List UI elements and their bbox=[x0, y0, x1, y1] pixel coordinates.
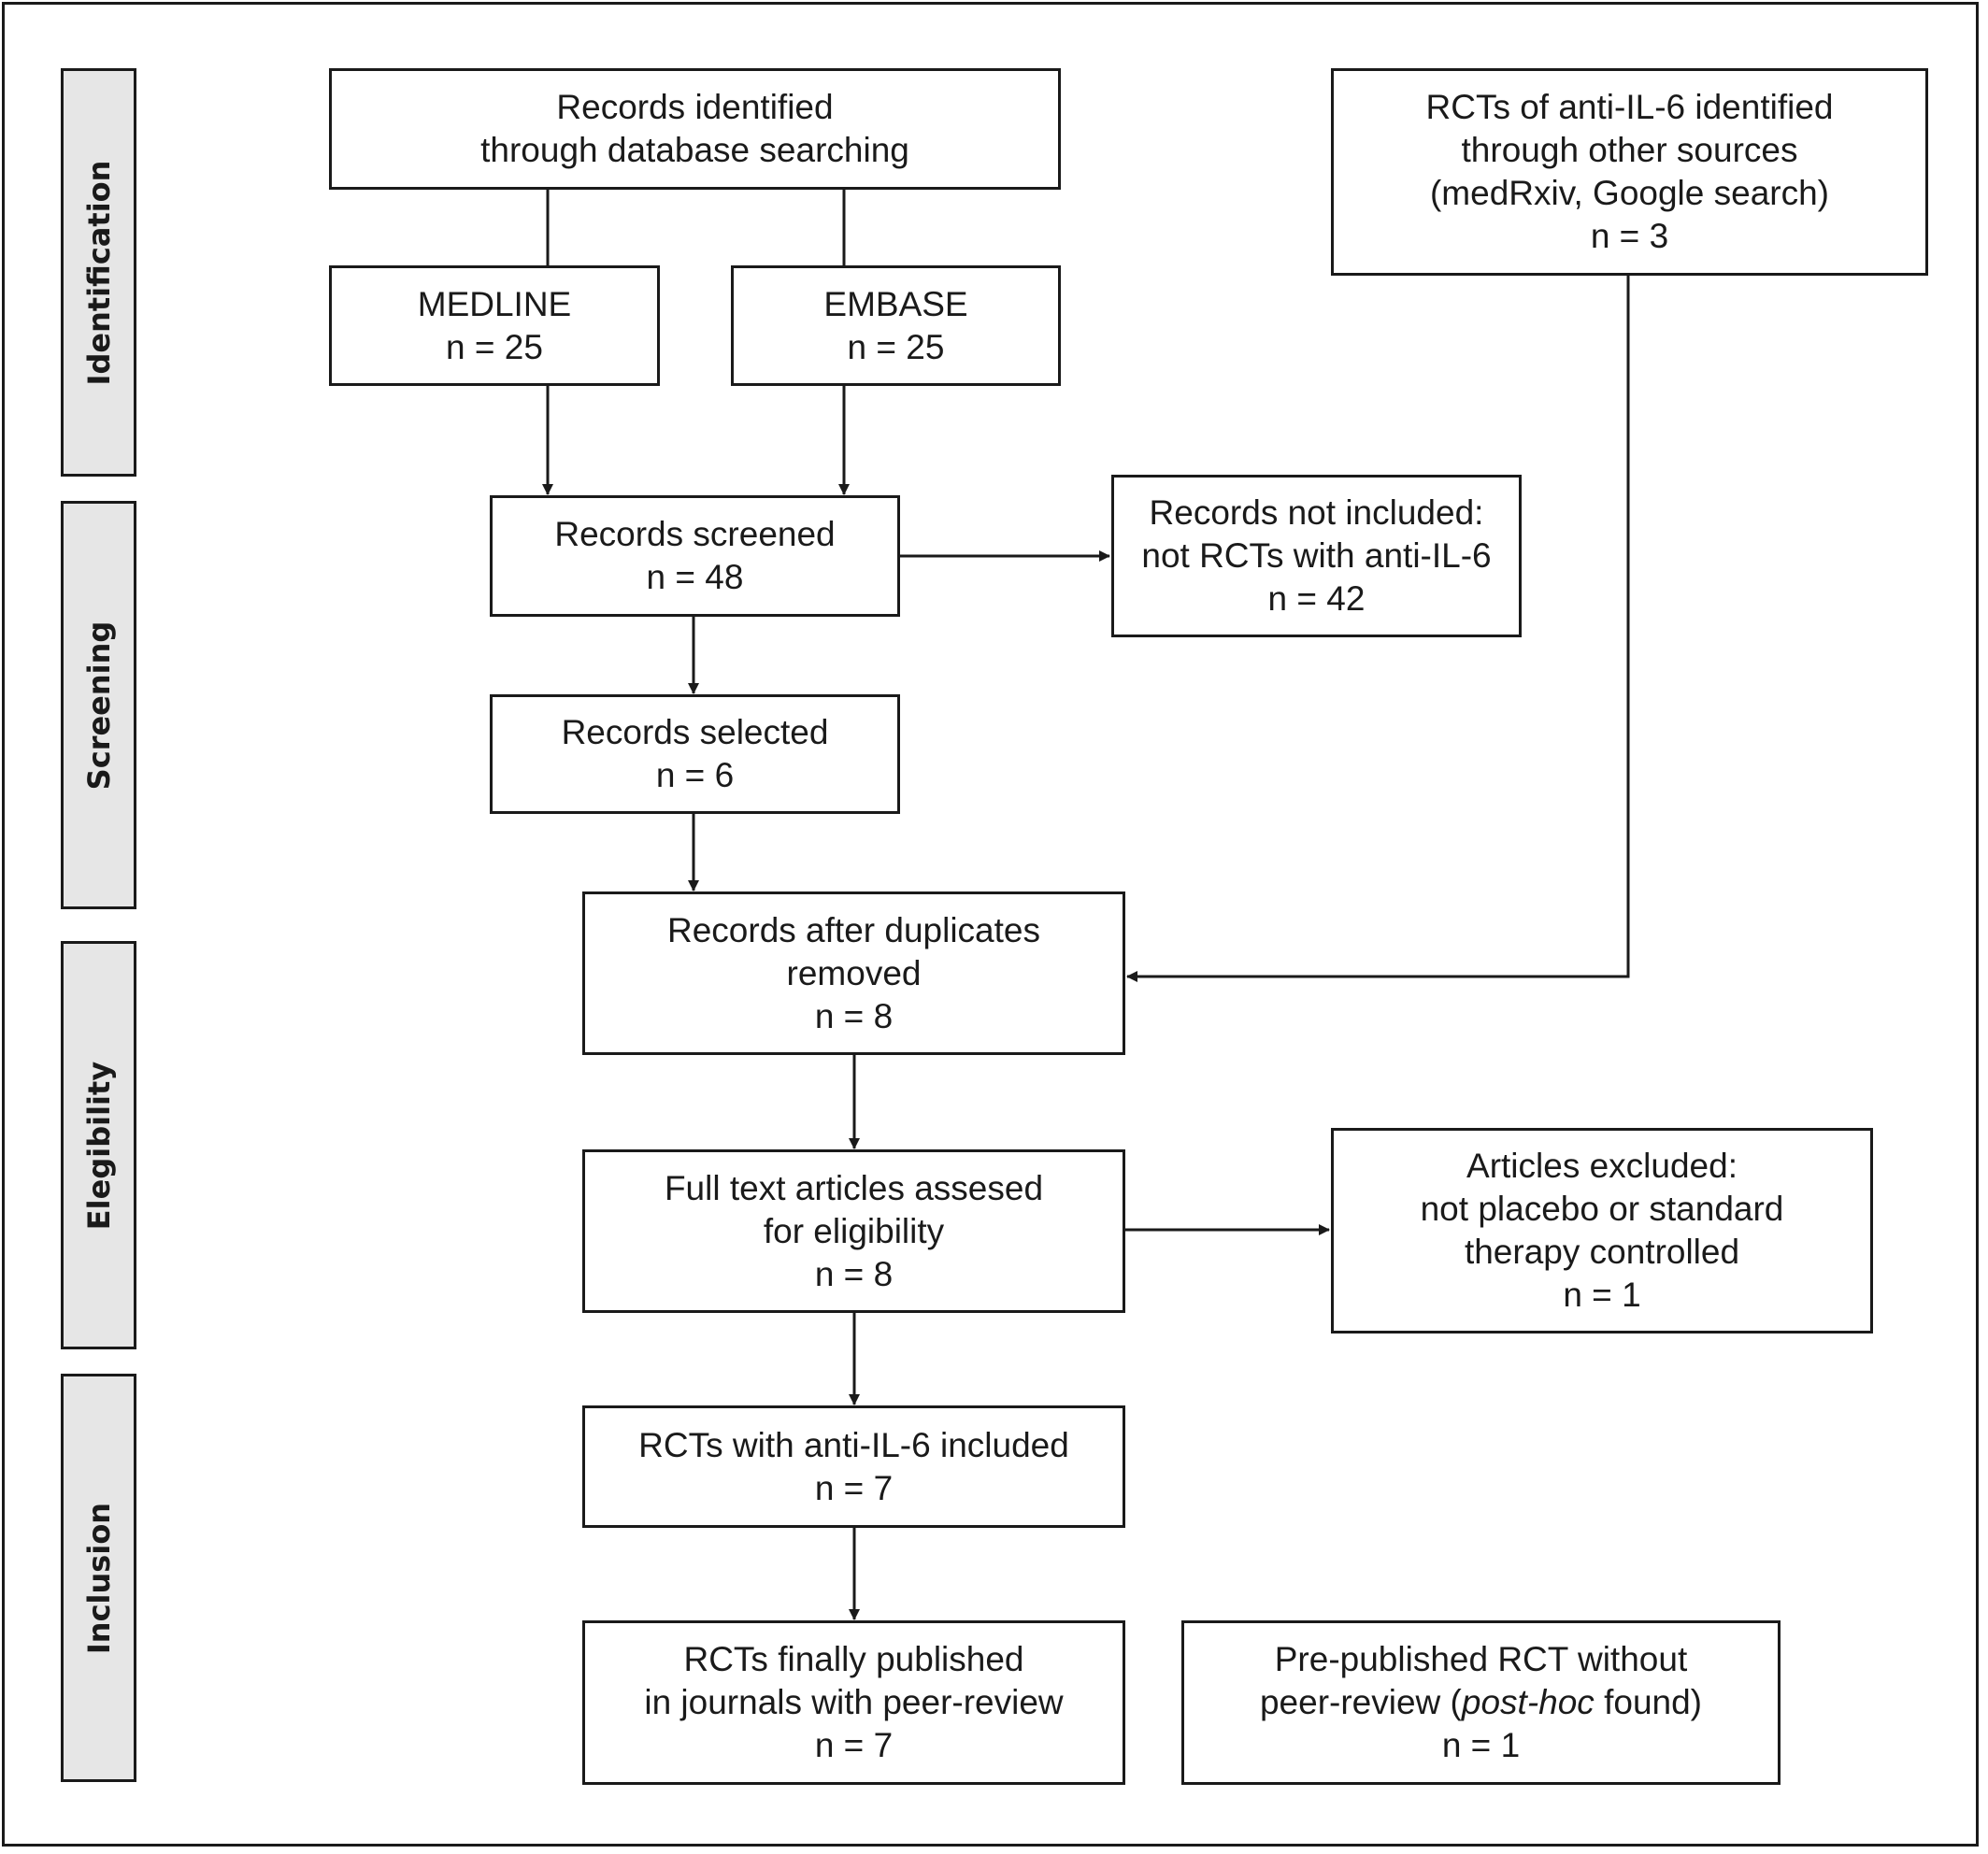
rcts-included-label: RCTs with anti-IL-6 included bbox=[638, 1425, 1069, 1464]
box-embase: EMBASE n = 25 bbox=[731, 265, 1061, 386]
pre-published-line2: peer-review (post-hoc found) bbox=[1260, 1681, 1702, 1724]
other-sources-line1: RCTs of anti-IL-6 identified bbox=[1425, 88, 1834, 126]
box-rcts-included: RCTs with anti-IL-6 included n = 7 bbox=[582, 1405, 1125, 1528]
phase-eligibility: Elegibility bbox=[61, 941, 136, 1349]
box-medline: MEDLINE n = 25 bbox=[329, 265, 660, 386]
articles-excluded-line1: Articles excluded: bbox=[1466, 1147, 1738, 1185]
medline-label: MEDLINE bbox=[417, 284, 572, 323]
box-other-sources: RCTs of anti-IL-6 identified through oth… bbox=[1331, 68, 1928, 276]
rcts-included-count: n = 7 bbox=[814, 1468, 894, 1507]
box-articles-excluded: Articles excluded: not placebo or standa… bbox=[1331, 1128, 1873, 1333]
full-text-line1: Full text articles assesed bbox=[664, 1168, 1044, 1207]
box-records-identified: Records identified through database sear… bbox=[329, 68, 1061, 190]
full-text-line2: for eligibility bbox=[763, 1211, 945, 1250]
pre-published-line2-end: found) bbox=[1594, 1683, 1703, 1721]
medline-count: n = 25 bbox=[446, 327, 543, 366]
records-not-included-line1: Records not included: bbox=[1149, 493, 1484, 532]
box-records-screened: Records screened n = 48 bbox=[490, 495, 900, 617]
other-sources-count: n = 3 bbox=[1590, 217, 1669, 255]
phase-screening: Screening bbox=[61, 501, 136, 909]
rcts-published-count: n = 7 bbox=[814, 1726, 894, 1764]
records-selected-count: n = 6 bbox=[655, 756, 735, 794]
box-rcts-published: RCTs finally published in journals with … bbox=[582, 1620, 1125, 1785]
embase-count: n = 25 bbox=[847, 327, 945, 366]
box-records-selected: Records selected n = 6 bbox=[490, 694, 900, 814]
phase-identification: Identification bbox=[61, 68, 136, 477]
articles-excluded-count: n = 1 bbox=[1563, 1276, 1641, 1314]
arrow-other-sources-to-duplicates bbox=[1126, 273, 1630, 982]
after-duplicates-line2: removed bbox=[786, 953, 922, 992]
box-full-text: Full text articles assesed for eligibili… bbox=[582, 1149, 1125, 1313]
pre-published-line2-start: peer-review ( bbox=[1259, 1683, 1462, 1721]
records-selected-label: Records selected bbox=[561, 713, 829, 751]
rcts-published-line2: in journals with peer-review bbox=[644, 1683, 1064, 1721]
records-identified-line2: through database searching bbox=[480, 131, 909, 169]
box-pre-published: Pre-published RCT without peer-review (p… bbox=[1181, 1620, 1781, 1785]
box-records-not-included: Records not included: not RCTs with anti… bbox=[1111, 475, 1522, 637]
pre-published-line2-italic: post-hoc bbox=[1461, 1683, 1595, 1721]
articles-excluded-line3: therapy controlled bbox=[1464, 1233, 1740, 1271]
pre-published-count: n = 1 bbox=[1441, 1726, 1521, 1764]
records-screened-label: Records screened bbox=[554, 515, 836, 553]
other-sources-line2: through other sources bbox=[1461, 131, 1798, 169]
after-duplicates-count: n = 8 bbox=[814, 996, 894, 1035]
records-identified-line1: Records identified bbox=[556, 88, 834, 126]
articles-excluded-line2: not placebo or standard bbox=[1420, 1190, 1784, 1228]
records-screened-count: n = 48 bbox=[646, 558, 744, 596]
other-sources-line3: (medRxiv, Google search) bbox=[1429, 174, 1830, 212]
after-duplicates-line1: Records after duplicates bbox=[667, 910, 1040, 949]
phase-inclusion: Inclusion bbox=[61, 1374, 136, 1782]
records-not-included-line2: not RCTs with anti-IL-6 bbox=[1141, 536, 1492, 575]
rcts-published-line1: RCTs finally published bbox=[683, 1640, 1024, 1678]
embase-label: EMBASE bbox=[823, 284, 968, 323]
pre-published-line1: Pre-published RCT without bbox=[1274, 1640, 1688, 1678]
box-after-duplicates: Records after duplicates removed n = 8 bbox=[582, 891, 1125, 1055]
full-text-count: n = 8 bbox=[814, 1254, 894, 1293]
records-not-included-count: n = 42 bbox=[1267, 579, 1366, 618]
